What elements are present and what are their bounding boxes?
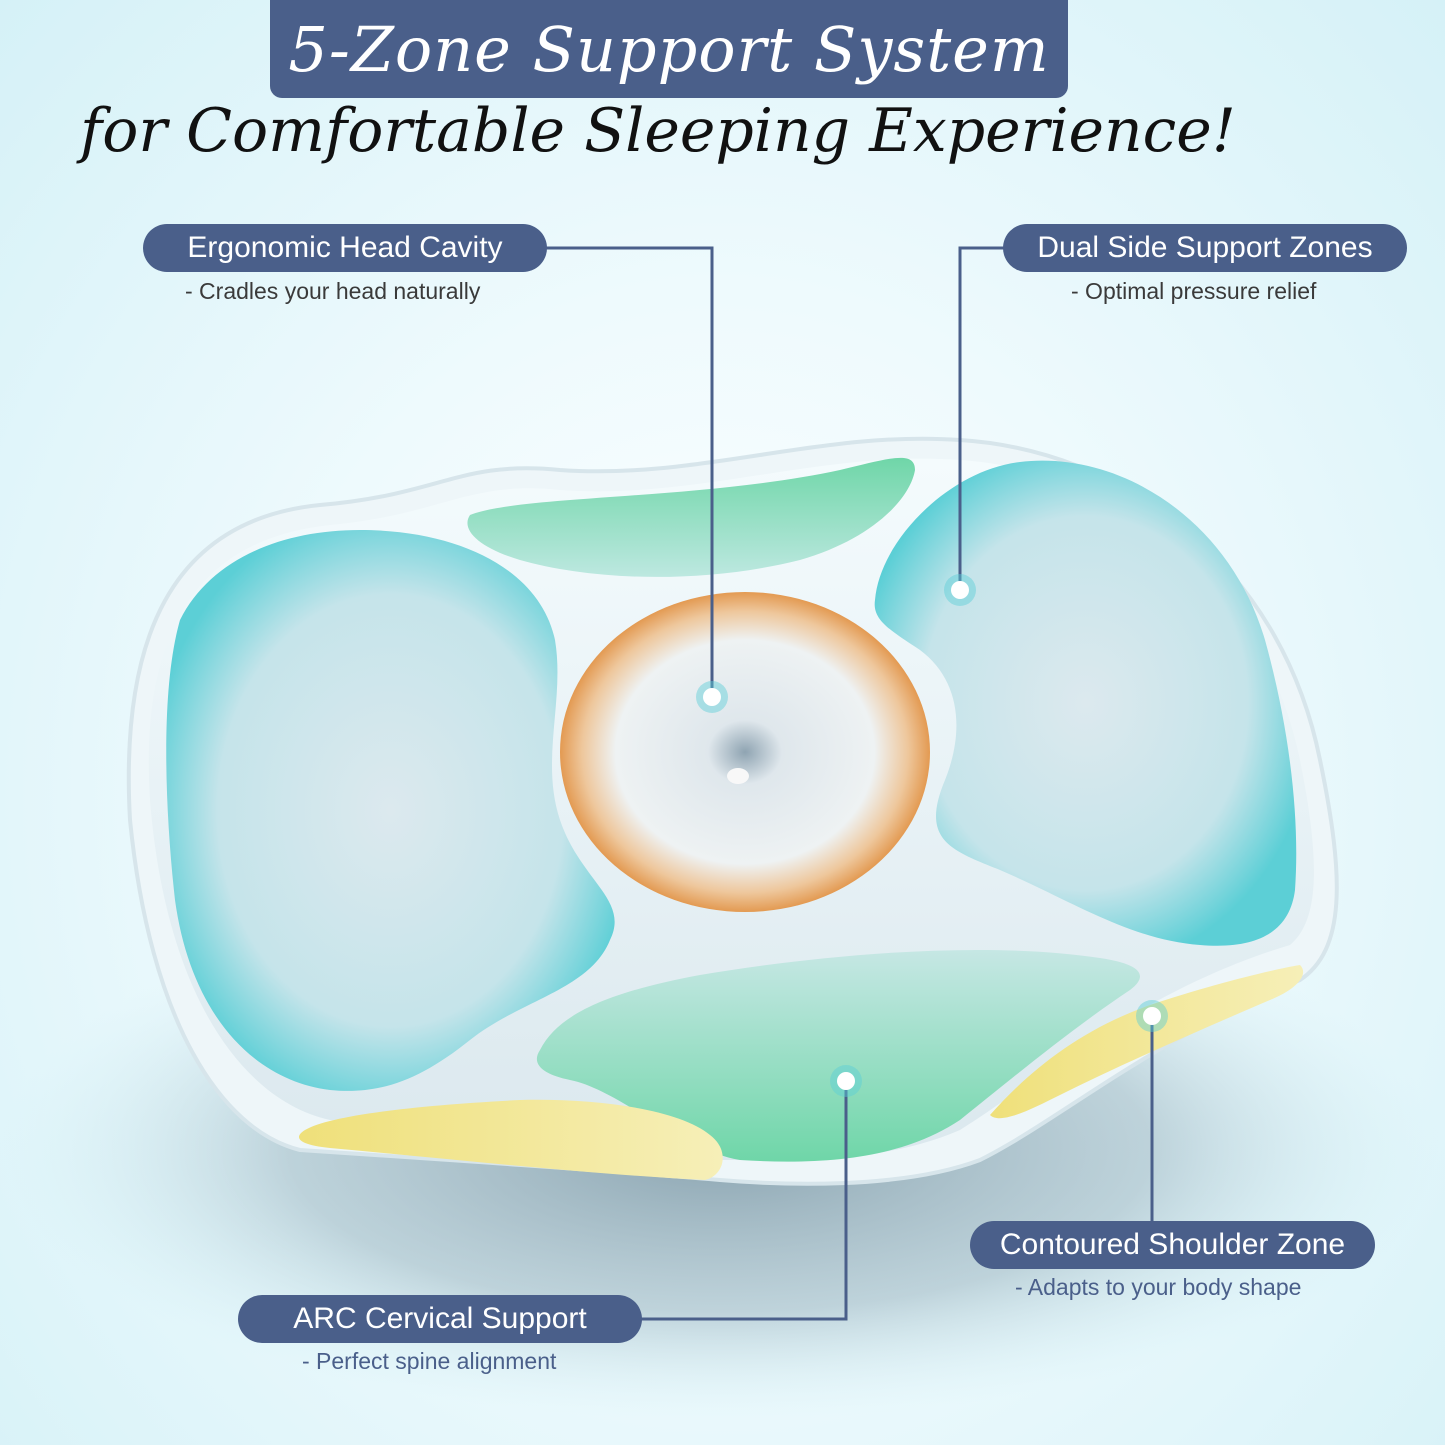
cervical-dot xyxy=(837,1072,855,1090)
side-support-connector xyxy=(958,246,1005,590)
shoulder-dot xyxy=(1143,1007,1161,1025)
shoulder-strip-right xyxy=(990,965,1304,1119)
head-cavity-desc: - Cradles your head naturally xyxy=(185,278,481,304)
left-side-zone xyxy=(166,530,615,1091)
top-edge-zone xyxy=(467,457,915,577)
cervical-support-label: ARC Cervical Support xyxy=(238,1295,642,1343)
shoulder-zone-desc: - Adapts to your body shape xyxy=(1015,1274,1302,1300)
head-cavity-connector xyxy=(545,246,714,697)
head-cavity-dot xyxy=(703,688,721,706)
cervical-support-desc: - Perfect spine alignment xyxy=(302,1348,557,1374)
shoulder-zone-label: Contoured Shoulder Zone xyxy=(970,1221,1375,1269)
head-cavity-label: Ergonomic Head Cavity xyxy=(143,224,547,272)
page-subtitle: for Comfortable Sleeping Experience! xyxy=(80,96,1236,166)
head-cavity-ring xyxy=(560,592,930,912)
title-badge: 5-Zone Support System xyxy=(270,0,1068,98)
side-support-label: Dual Side Support Zones xyxy=(1003,224,1407,272)
head-cavity-vent xyxy=(727,768,749,784)
right-side-zone xyxy=(874,460,1297,946)
shoulder-strip-left xyxy=(298,1099,723,1180)
bottom-edge-zone xyxy=(536,949,1140,1162)
page-title: 5-Zone Support System xyxy=(288,12,1050,86)
side-support-desc: - Optimal pressure relief xyxy=(1071,278,1317,304)
side-support-dot xyxy=(951,581,969,599)
cervical-connector xyxy=(640,1081,848,1321)
